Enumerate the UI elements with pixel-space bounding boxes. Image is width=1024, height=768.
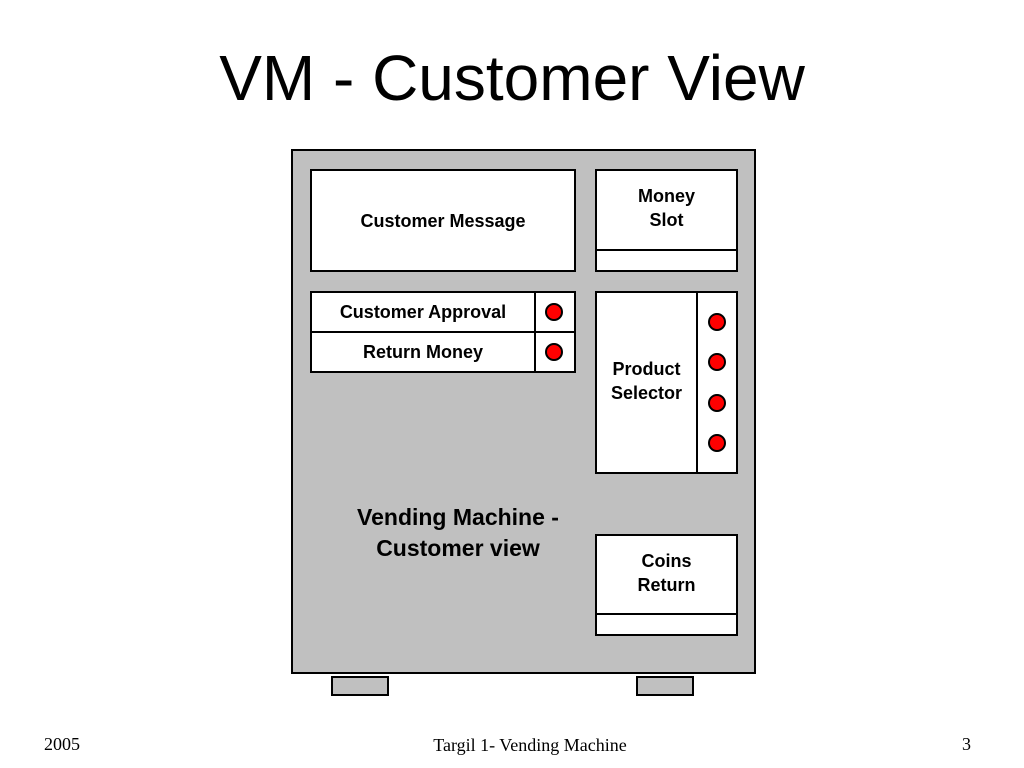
product-selector-label: Product Selector <box>597 355 696 407</box>
money-slot-label-line2: Slot <box>649 210 684 230</box>
vending-machine-caption: Vending Machine - Customer view <box>328 502 588 564</box>
coins-return-label: Coins Return <box>595 547 738 599</box>
coins-return-opening <box>595 613 738 615</box>
vending-machine-caption-line2: Customer view <box>376 535 540 561</box>
approval-return-divider <box>310 331 576 333</box>
money-slot-label: Money Slot <box>595 182 738 234</box>
footer-title: Targil 1- Vending Machine <box>433 735 627 755</box>
footer-date: 2005 <box>44 734 80 754</box>
coins-return-panel <box>595 534 738 636</box>
customer-message-label: Customer Message <box>360 210 526 231</box>
customer-approval-button[interactable] <box>545 303 563 321</box>
product-selector-label-line1: Product <box>612 359 681 379</box>
product-selector-label-line2: Selector <box>610 383 683 403</box>
machine-foot-left <box>331 676 389 696</box>
vending-machine-caption-line1: Vending Machine - <box>357 504 559 530</box>
customer-message-panel <box>310 169 576 272</box>
product-selector-column-divider <box>696 291 698 474</box>
return-money-label: Return Money <box>362 342 483 362</box>
coins-return-label-line2: Return <box>637 575 696 595</box>
footer-page-number: 3 <box>962 734 971 754</box>
machine-foot-right <box>636 676 694 696</box>
customer-approval-label: Customer Approval <box>339 302 507 322</box>
product-button-1[interactable] <box>708 313 726 331</box>
coins-return-label-line1: Coins <box>641 551 692 571</box>
slide-title: VM - Customer View <box>219 42 805 114</box>
money-slot-label-line1: Money <box>637 186 695 206</box>
money-slot-opening <box>595 249 738 251</box>
return-money-button[interactable] <box>545 343 563 361</box>
money-slot-panel <box>595 169 738 272</box>
product-button-3[interactable] <box>708 394 726 412</box>
approval-button-column-divider <box>534 291 536 373</box>
product-button-2[interactable] <box>708 353 726 371</box>
product-button-4[interactable] <box>708 434 726 452</box>
